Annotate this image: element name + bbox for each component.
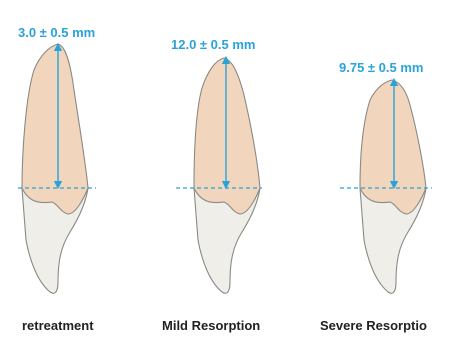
panel-pretreatment: 3.0 ± 0.5 mm retreatment [18, 25, 96, 333]
tooth-2-caption: Mild Resorption [162, 318, 260, 333]
tooth-1-measurement: 3.0 ± 0.5 mm [18, 25, 95, 40]
tooth-3-caption: Severe Resorptio [320, 318, 427, 333]
tooth-3-measurement: 9.75 ± 0.5 mm [339, 60, 423, 75]
panel-mild-resorption: 12.0 ± 0.5 mm Mild Resorption [162, 37, 262, 333]
panel-severe-resorption: 9.75 ± 0.5 mm Severe Resorptio [320, 60, 432, 333]
tooth-3-crown [360, 80, 426, 214]
tooth-2-measurement: 12.0 ± 0.5 mm [171, 37, 255, 52]
tooth-1-caption: retreatment [22, 318, 94, 333]
tooth-2-crown [194, 58, 260, 214]
